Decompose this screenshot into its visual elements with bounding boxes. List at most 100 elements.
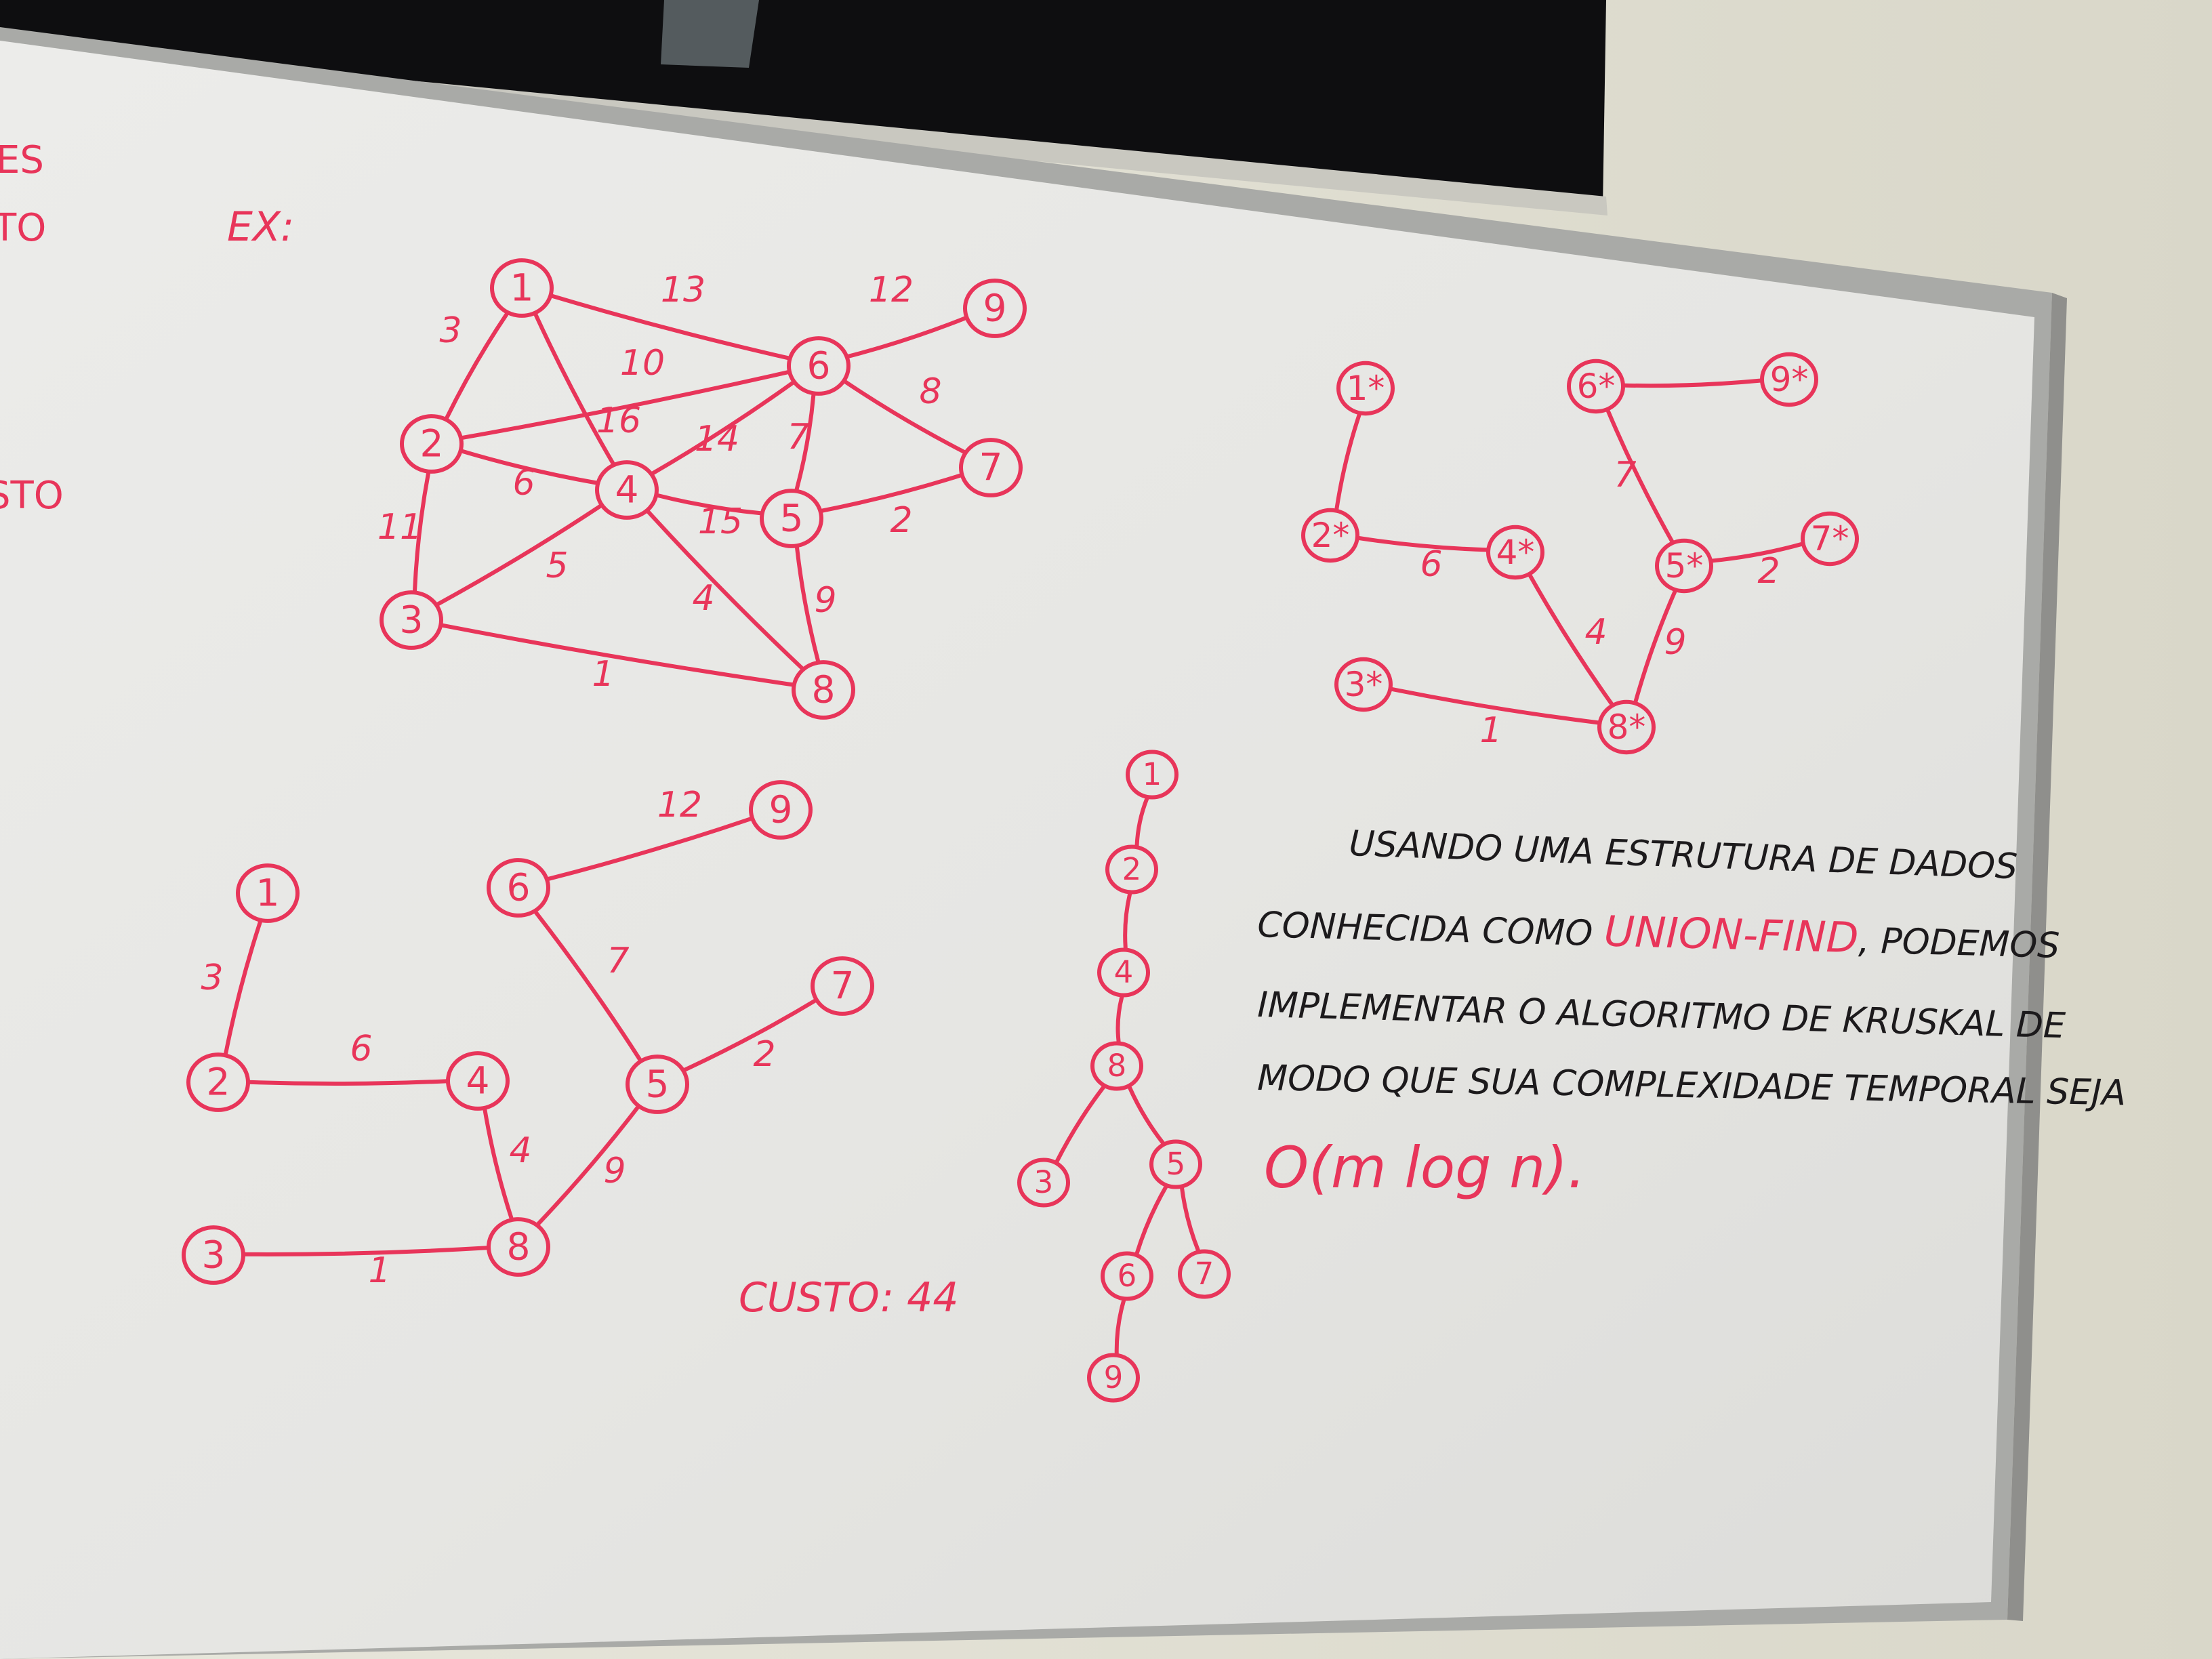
edge-4-6 xyxy=(649,380,796,476)
node-circle xyxy=(1178,1249,1231,1299)
edge-weight-label: 4 xyxy=(1584,612,1607,653)
edge-weight-label: 9 xyxy=(1664,622,1686,663)
board-edge-shadow xyxy=(2007,293,2067,1621)
node-label: 1 xyxy=(256,871,280,914)
node-circle xyxy=(487,858,550,918)
edge-4*-8* xyxy=(1528,573,1614,707)
edge-weight-label: 10 xyxy=(620,343,665,384)
node-label: 3 xyxy=(1034,1164,1054,1200)
edge-fragment-2: TO xyxy=(0,206,46,250)
edge-fragment-3: STO xyxy=(0,474,64,518)
node-circle xyxy=(1097,947,1150,998)
node-label: 7 xyxy=(979,445,1003,489)
node-label: 8* xyxy=(1607,708,1646,747)
edge-fragment-1: ES xyxy=(0,138,44,182)
node-label: 9* xyxy=(1770,360,1809,399)
node-circle xyxy=(1760,352,1818,407)
edge-4-5 xyxy=(654,493,764,516)
node-label: 5 xyxy=(780,496,804,539)
edge-4-8 xyxy=(483,1107,514,1221)
node-circle xyxy=(792,660,855,720)
edge-1-4 xyxy=(533,312,615,466)
node-label: 3* xyxy=(1345,665,1383,704)
node-label: 2 xyxy=(420,422,444,465)
edge-1-2 xyxy=(224,920,262,1056)
note-line-2c: , PODEMOS xyxy=(1858,920,2060,966)
node-label: 7 xyxy=(1195,1256,1214,1292)
window xyxy=(0,0,1606,207)
edge-weight-label: 6 xyxy=(350,1029,372,1069)
edge-weight-label: 6 xyxy=(1420,544,1442,585)
edge-3-8 xyxy=(438,623,796,687)
node-circle xyxy=(963,279,1027,338)
node-circle xyxy=(1655,538,1713,594)
node-circle xyxy=(760,489,823,548)
node-label: 1 xyxy=(510,266,534,309)
node-circle xyxy=(1126,750,1179,800)
edge-5*-8* xyxy=(1633,589,1677,704)
node-circle xyxy=(380,590,443,650)
note-line-2: CONHECIDA COMO UNION-FIND, PODEMOS xyxy=(1257,897,2061,968)
node-label: 3 xyxy=(202,1233,226,1276)
node-label: 6 xyxy=(1118,1258,1137,1294)
node-circle xyxy=(1486,525,1544,580)
edge-8-5 xyxy=(1127,1084,1166,1146)
node-circle xyxy=(1087,1353,1140,1403)
edge-2-4 xyxy=(245,1079,451,1086)
board-surface xyxy=(0,41,2034,1659)
edge-4-8 xyxy=(645,509,805,671)
node-circle xyxy=(1334,657,1393,712)
node-circle xyxy=(186,1052,250,1112)
edge-5-6 xyxy=(794,393,816,491)
cost-label: CUSTO: 44 xyxy=(739,1274,959,1322)
edge-1-6 xyxy=(548,293,792,361)
node-circle xyxy=(236,863,300,923)
edge-weight-label: 1 xyxy=(368,1250,390,1291)
node-circle xyxy=(1149,1139,1202,1189)
edge-weight-label: 1 xyxy=(1479,710,1502,751)
edge-weight-label: 8 xyxy=(919,371,941,412)
node-label: 4* xyxy=(1496,533,1535,572)
node-circle xyxy=(1567,359,1625,414)
edge-weight-label: 13 xyxy=(661,270,705,310)
node-circle xyxy=(1017,1158,1070,1208)
edge-weight-label: 7 xyxy=(787,417,809,457)
note-line-2a: CONHECIDA COMO xyxy=(1257,905,1605,954)
node-label: 5 xyxy=(1166,1146,1186,1182)
node-label: 5* xyxy=(1665,546,1704,586)
edge-weight-label: 5 xyxy=(546,546,568,586)
edge-weight-label: 14 xyxy=(695,419,739,459)
node-label: 6 xyxy=(507,865,531,909)
example-label: EX: xyxy=(227,203,294,251)
edge-5-6 xyxy=(533,909,642,1063)
node-label: 9 xyxy=(1104,1359,1124,1395)
node-label: 4 xyxy=(1114,954,1134,990)
edge-weight-label: 9 xyxy=(603,1151,626,1191)
node-label: 8 xyxy=(812,668,836,711)
node-circle xyxy=(1301,508,1359,563)
node-circle xyxy=(1336,361,1395,416)
node-label: 4 xyxy=(466,1059,490,1102)
edge-5-7 xyxy=(681,998,819,1073)
edge-weight-label: 1 xyxy=(592,654,614,695)
edge-weight-label: 2 xyxy=(753,1034,775,1075)
window-reflection xyxy=(661,0,759,68)
edge-5-7 xyxy=(818,472,964,514)
edge-5-7 xyxy=(1180,1185,1200,1253)
node-circle xyxy=(626,1054,689,1114)
edge-6-7 xyxy=(842,379,968,455)
node-circle xyxy=(182,1225,245,1285)
edge-5-8 xyxy=(795,546,820,663)
edge-1*-2* xyxy=(1334,412,1361,512)
node-circle xyxy=(787,336,851,396)
edge-8-5 xyxy=(535,1105,640,1227)
node-circle xyxy=(490,258,554,318)
edge-weight-label: 12 xyxy=(869,270,914,310)
edge-weight-label: 7 xyxy=(1614,455,1636,495)
complexity-term: O(m log n). xyxy=(1264,1134,1586,1201)
node-circle xyxy=(487,1217,550,1277)
edge-2*-4* xyxy=(1355,535,1491,552)
